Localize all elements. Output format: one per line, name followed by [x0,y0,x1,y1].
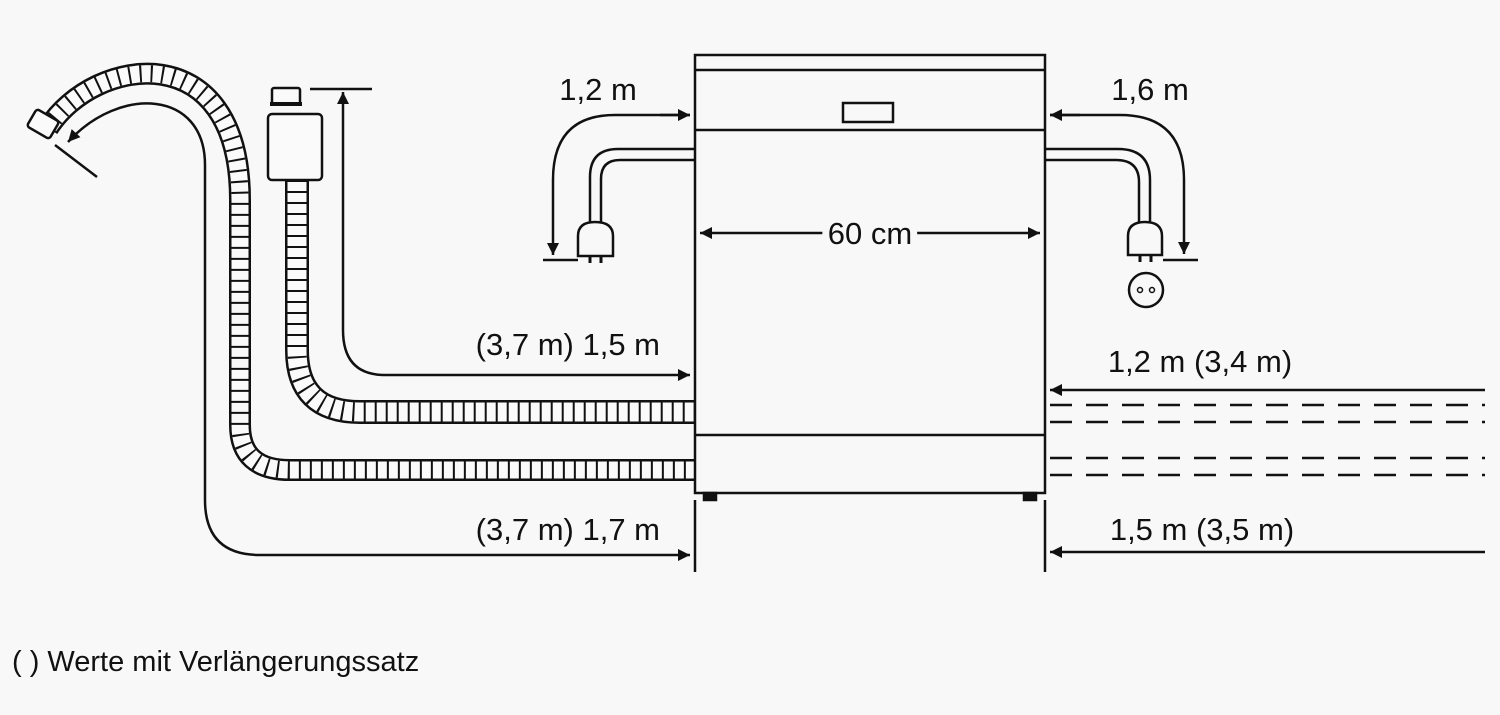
plug-icon [1126,220,1164,257]
drain-length-arrow [203,340,690,561]
footnote: ( ) Werte mit Verlängerungssatz [12,646,420,678]
tap-nut [270,86,302,106]
right-cord-label: 1,6 m [1111,72,1189,107]
dishwasher [693,53,1047,502]
inlet-hose [266,86,695,424]
drain-hose-label: (3,7 m) 1,7 m [476,512,660,547]
drain-hose-elbow [26,108,60,140]
drain-arc-arrow [67,102,207,340]
right-cord-arrow [1050,113,1190,254]
left-cord-arrow [547,113,690,255]
drain-marker-line [54,144,98,178]
inlet-length-arrow [341,329,690,381]
right-upper-label: 1,2 m (3,4 m) [1108,344,1292,379]
display-panel [841,101,895,124]
extension-dashes [1050,403,1485,477]
width-label: 60 cm [828,216,912,251]
inlet-hose-label: (3,7 m) 1,5 m [476,327,660,362]
right-power-cord [1045,147,1165,309]
aquastop-valve [266,112,324,182]
drain-hose [26,62,695,481]
right-lower-label: 1,5 m (3,5 m) [1110,512,1294,547]
plug-icon [576,220,615,258]
left-power-cord [576,147,695,263]
socket-icon [1127,271,1165,309]
left-cord-label: 1,2 m [559,72,637,107]
